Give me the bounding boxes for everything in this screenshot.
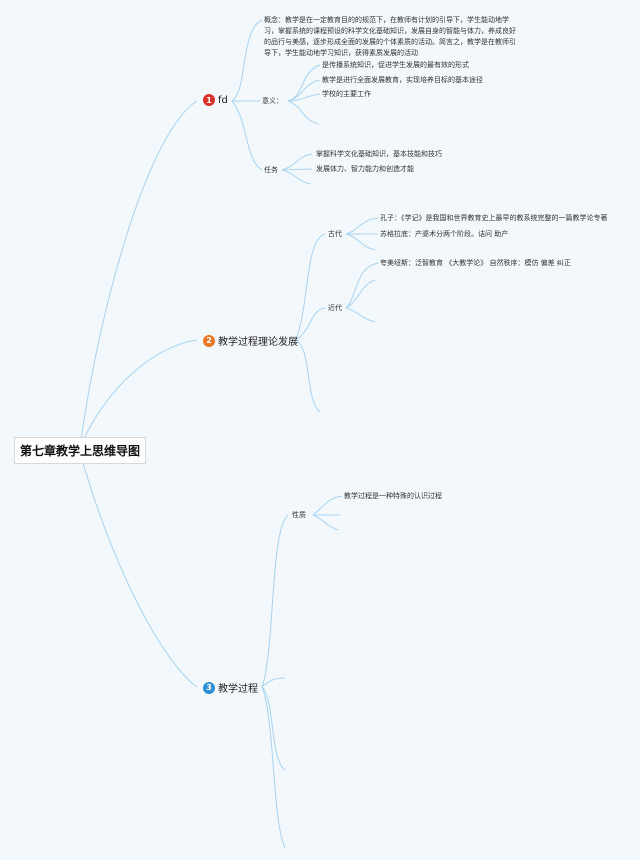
link-root-branch1 [79,100,198,448]
link-b3-nature [261,514,289,688]
link-b3-empty2 [261,686,286,771]
tasks-topic[interactable]: 任务 [264,166,278,174]
branch-2-number-badge: 2 [203,334,215,347]
branch-2-topic[interactable]: 2 教学过程理论发展 [203,333,298,348]
link-b3-empty1 [261,677,286,688]
meaning-item-2[interactable]: 教学是进行全面发展教育，实现培养目标的基本途径 [322,76,483,84]
tasks-item-1[interactable]: 掌握科学文化基础知识，基本技能和技巧 [316,150,442,158]
link-nature-3 [312,514,339,531]
link-ancient-3 [345,233,376,251]
link-root-branch2 [79,339,198,448]
link-meaning-3 [287,93,321,102]
modern-item-1[interactable]: 夸美纽斯：泛智教育 《大教学论》 自然秩序：模仿 偏差 纠正 [380,259,571,267]
root-topic[interactable]: 第七章教学上思维导图 [14,437,147,464]
tasks-item-2[interactable]: 发展体力、智力能力和创造才能 [316,165,414,173]
link-b2-empty [295,339,321,413]
branch-1-topic[interactable]: 1 fd [203,94,228,106]
link-ancient-1 [345,217,379,235]
branch-1-number-badge: 1 [203,94,215,106]
branch-3-number-badge: 3 [203,681,215,694]
meaning-topic[interactable]: 意义： [262,97,283,105]
link-b2-modern [295,307,326,341]
link-root-branch3 [79,451,198,688]
ancient-topic[interactable]: 古代 [328,230,342,238]
branch-3-label: 教学过程 [218,684,258,695]
link-b1-tasks [231,100,263,171]
ancient-item-1[interactable]: 孔子：《学记》是我国和世界教育史上最早的教系统完整的一篇教学论专著 [380,214,608,222]
definition-text[interactable]: 概念：教学是在一定教育目的的规范下，在教师有计划的引导下，学生能动地学习，掌握系… [264,16,516,57]
link-meaning-1 [287,64,321,102]
link-b1-definition [231,19,263,102]
link-modern-3 [345,307,376,323]
link-modern-2 [345,279,376,309]
link-modern-1 [345,262,379,309]
nature-item-1[interactable]: 教学过程是一种特殊的认识过程 [344,492,442,500]
link-tasks-3 [281,169,311,185]
branch-1-label: fd [218,94,228,106]
meaning-item-3[interactable]: 学校的主要工作 [322,90,371,98]
branch-2-label: 教学过程理论发展 [218,337,298,348]
link-meaning-2 [287,79,321,102]
modern-topic[interactable]: 近代 [328,304,342,312]
link-nature-1 [312,495,343,516]
nature-topic[interactable]: 性质 [292,511,306,519]
meaning-item-1[interactable]: 是传播系统知识，促进学生发展的最有效的形式 [322,61,469,69]
link-b3-empty3 [261,686,286,849]
link-b2-ancient [295,233,326,341]
ancient-item-2[interactable]: 苏格拉底：产婆术分两个阶段。诘问 助产 [380,230,509,238]
link-meaning-4 [287,100,319,125]
branch-3-topic[interactable]: 3 教学过程 [203,680,258,695]
link-tasks-2 [281,168,313,171]
link-tasks-1 [281,153,313,171]
